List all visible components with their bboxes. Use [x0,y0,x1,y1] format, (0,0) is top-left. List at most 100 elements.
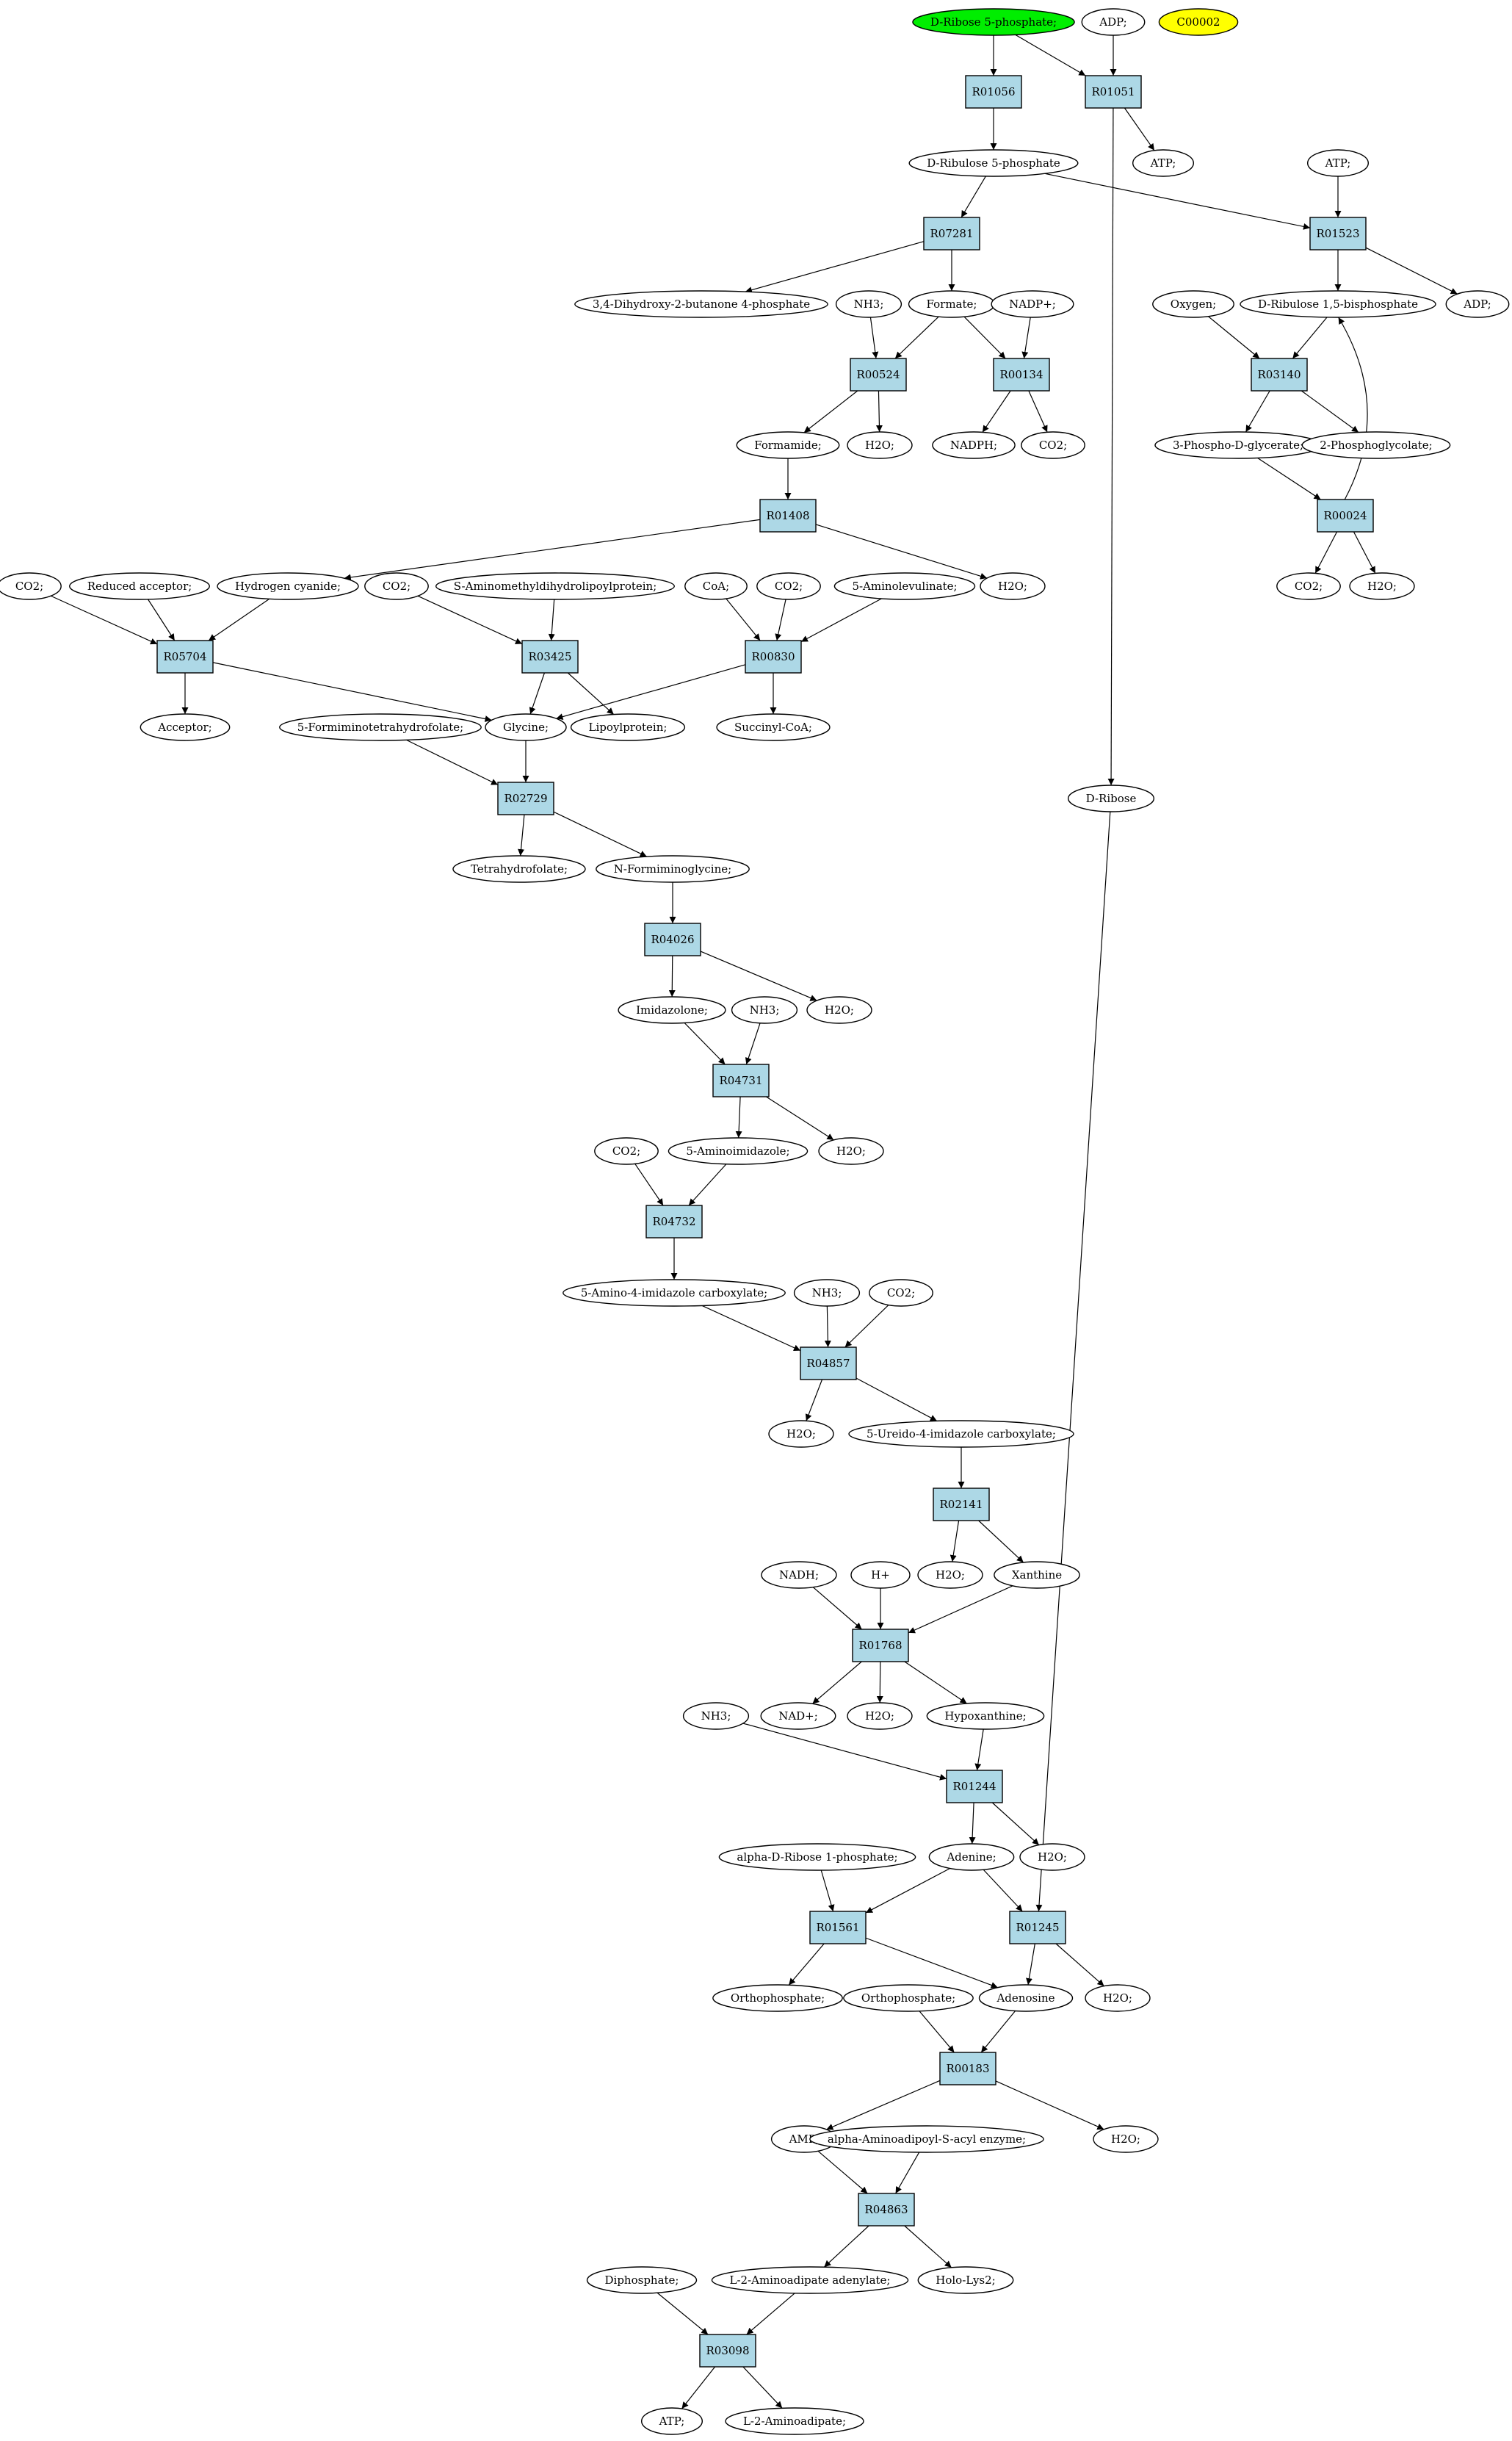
compound-node-c_nh3_3[interactable]: NH3; [793,1279,861,1307]
reaction-node-r07281[interactable]: R07281 [923,217,980,250]
reaction-node-r04863[interactable]: R04863 [858,2193,915,2227]
compound-node-c_c00002[interactable]: C00002 [1158,8,1239,36]
reaction-node-r01408[interactable]: R01408 [759,499,817,533]
compound-node-c_h2o_r01244[interactable]: H2O; [1019,1843,1085,1871]
compound-node-c_nfg[interactable]: N-Formiminoglycine; [596,855,750,883]
compound-node-c_dribose[interactable]: D-Ribose [1067,785,1155,812]
compound-node-c_h2o_r00183[interactable]: H2O; [1093,2125,1159,2153]
reaction-node-r00183[interactable]: R00183 [939,2052,996,2085]
compound-node-c_co2_a[interactable]: CO2; [0,572,62,600]
compound-ellipse [1306,149,1370,177]
compound-node-c_ortho1[interactable]: Orthophosphate; [712,1984,843,2012]
reaction-node-r05704[interactable]: R05704 [156,640,214,674]
compound-node-c_nadph[interactable]: NADPH; [932,431,1016,459]
compound-node-c_hcn[interactable]: Hydrogen cyanide; [217,572,359,600]
compound-node-c_hypox[interactable]: Hypoxanthine; [926,1702,1045,1730]
compound-node-c_formamide[interactable]: Formamide; [736,431,840,459]
compound-node-c_5ai[interactable]: 5-Aminoimidazole; [668,1137,809,1165]
compound-node-c_h2o_r04026[interactable]: H2O; [806,996,872,1024]
compound-node-c_formate[interactable]: Formate; [908,290,996,318]
reaction-node-r04732[interactable]: R04732 [645,1205,703,1238]
reaction-node-r01051[interactable]: R01051 [1085,75,1142,109]
compound-node-c_hplus[interactable]: H+ [850,1561,911,1589]
reaction-node-r00134[interactable]: R00134 [993,358,1050,392]
reaction-node-r01244[interactable]: R01244 [946,1770,1003,1803]
reaction-node-r01561[interactable]: R01561 [809,1911,867,1944]
compound-node-c_l2aaden[interactable]: L-2-Aminoadipate adenylate; [711,2266,909,2294]
compound-node-c_co2_e[interactable]: CO2; [869,1279,933,1307]
reaction-node-r02141[interactable]: R02141 [933,1488,990,1521]
reaction-node-r03425[interactable]: R03425 [521,640,579,674]
compound-node-c_glycine[interactable]: Glycine; [485,713,567,741]
compound-node-c_aaps[interactable]: alpha-Aminoadipoyl-S-acyl enzyme; [809,2125,1044,2153]
compound-node-c_nh3_2[interactable]: NH3; [731,996,798,1024]
compound-node-c_drubp[interactable]: D-Ribulose 1,5-bisphosphate [1240,290,1436,318]
compound-node-c_adp_r01523[interactable]: ADP; [1445,290,1510,318]
reaction-node-r03140[interactable]: R03140 [1251,358,1308,392]
compound-node-c_adenosine[interactable]: Adenosine [978,1984,1074,2012]
compound-node-c_h2o_r04731[interactable]: H2O; [818,1137,884,1165]
reaction-node-r01523[interactable]: R01523 [1309,217,1367,250]
compound-node-c_h2o_r01245[interactable]: H2O; [1085,1984,1151,2012]
compound-node-c_diphos[interactable]: Diphosphate; [586,2266,698,2294]
compound-node-c_nh3_1[interactable]: NH3; [835,290,903,318]
compound-node-c_co2_b[interactable]: CO2; [364,572,429,600]
compound-node-c_acceptor[interactable]: Acceptor; [140,713,231,741]
compound-node-c_2pgly[interactable]: 2-Phosphoglycolate; [1301,431,1451,459]
compound-node-c_5a4ic[interactable]: 5-Amino-4-imidazole carboxylate; [563,1279,786,1307]
compound-ellipse [850,1561,911,1589]
compound-node-c_h2o_r00524[interactable]: H2O; [847,431,913,459]
reaction-node-r00024[interactable]: R00024 [1317,499,1374,533]
compound-node-c_atp_r01051[interactable]: ATP; [1132,149,1195,177]
compound-node-c_co2_d[interactable]: CO2; [594,1137,659,1165]
reaction-node-r02729[interactable]: R02729 [497,782,554,815]
compound-node-c_adp_top[interactable]: ADP; [1081,8,1146,36]
compound-node-c_h2o_r00024[interactable]: H2O; [1349,572,1415,600]
compound-node-c_adenine[interactable]: Adenine; [928,1843,1015,1871]
edge-c_nh3_1-to-r00524 [869,317,879,359]
compound-node-c_thf[interactable]: Tetrahydrofolate; [452,855,586,883]
reaction-node-r04026[interactable]: R04026 [644,923,701,956]
compound-ellipse [485,713,567,741]
compound-node-c_3pg[interactable]: 3-Phospho-D-glycerate; [1154,431,1322,459]
compound-node-c_nadp[interactable]: NAD+; [760,1702,836,1730]
compound-node-c_h2o_r02141[interactable]: H2O; [917,1561,983,1589]
compound-node-c_5al[interactable]: 5-Aminolevulinate; [833,572,976,600]
compound-node-c_imidazolone[interactable]: Imidazolone; [618,996,726,1024]
compound-node-c_h2o_r01768[interactable]: H2O; [847,1702,913,1730]
compound-node-c_samdl[interactable]: S-Aminomethyldihydrolipoylprotein; [435,572,675,600]
reaction-node-r04731[interactable]: R04731 [712,1064,770,1097]
compound-node-c_redacc[interactable]: Reduced acceptor; [69,572,210,600]
compound-node-c_ortho2[interactable]: Orthophosphate; [843,1984,974,2012]
compound-node-c_coa[interactable]: CoA; [684,572,748,600]
compound-node-c_5fthf[interactable]: 5-Formiminotetrahydrofolate; [279,713,482,741]
compound-node-c_nadpp[interactable]: NADP+; [991,290,1074,318]
compound-node-c_co2_c[interactable]: CO2; [756,572,821,600]
compound-node-c_dhbp[interactable]: 3,4-Dihydroxy-2-butanone 4-phosphate [574,290,828,318]
compound-node-c_oxygen[interactable]: Oxygen; [1152,290,1234,318]
compound-node-c_l2aa[interactable]: L-2-Aminoadipate; [725,2407,864,2435]
reaction-node-r00830[interactable]: R00830 [745,640,802,674]
reaction-node-r01056[interactable]: R01056 [965,75,1022,109]
reaction-node-r00524[interactable]: R00524 [850,358,907,392]
compound-node-c_nadh[interactable]: NADH; [761,1561,837,1589]
compound-node-c_nh3_4[interactable]: NH3; [682,1702,750,1730]
compound-node-c_succoa[interactable]: Succinyl-CoA; [716,713,831,741]
compound-node-c_atp_bottom[interactable]: ATP; [640,2407,703,2435]
compound-node-c_h2o_r04857[interactable]: H2O; [768,1420,834,1448]
reaction-node-r01768[interactable]: R01768 [852,1629,909,1662]
compound-node-c_adr1p[interactable]: alpha-D-Ribose 1-phosphate; [718,1843,916,1871]
compound-node-c_5u4ic[interactable]: 5-Ureido-4-imidazole carboxylate; [848,1420,1074,1448]
compound-node-c_atp_top2[interactable]: ATP; [1306,149,1370,177]
compound-node-c_xanthine[interactable]: Xanthine [994,1561,1080,1589]
reaction-node-r04857[interactable]: R04857 [800,1346,857,1380]
reaction-node-r01245[interactable]: R01245 [1009,1911,1066,1944]
compound-node-c_h2o_r01408[interactable]: H2O; [980,572,1046,600]
reaction-node-r03098[interactable]: R03098 [699,2334,756,2368]
compound-node-c_co2_r00024[interactable]: CO2; [1276,572,1341,600]
compound-node-c_co2_r00134[interactable]: CO2; [1021,431,1085,459]
compound-node-c_holo[interactable]: Holo-Lys2; [917,2266,1014,2294]
compound-node-c_dru5p[interactable]: D-Ribulose 5-phosphate [908,149,1079,177]
compound-node-c_dr5p[interactable]: D-Ribose 5-phosphate; [912,8,1075,36]
compound-node-c_lipoyl[interactable]: Lipoylprotein; [570,713,686,741]
